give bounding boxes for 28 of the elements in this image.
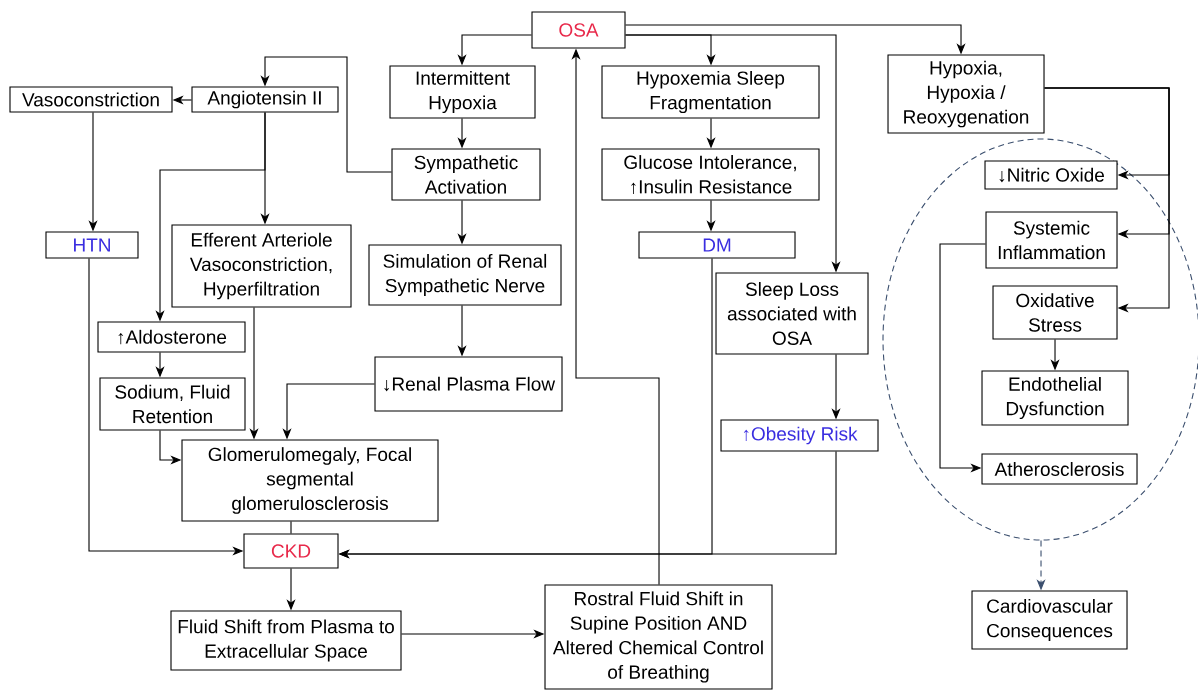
process-box: HTN xyxy=(45,231,139,259)
process-box: Hypoxemia Sleep Fragmentation xyxy=(601,65,820,119)
process-box: Sodium, Fluid Retention xyxy=(99,377,246,431)
arrow xyxy=(1044,87,1170,313)
process-box: ↓Nitric Oxide xyxy=(984,160,1118,190)
process-box: Endothelial Dysfunction xyxy=(981,370,1129,426)
process-box: Cardiovascular Consequences xyxy=(971,590,1128,650)
process-box: Oxidative Stress xyxy=(992,285,1118,340)
process-box: ↓Renal Plasma Flow xyxy=(374,356,563,412)
process-box: Sleep Loss associated with OSA xyxy=(715,272,869,355)
process-box: CKD xyxy=(243,533,339,569)
process-box: DM xyxy=(638,231,796,259)
process-box: Efferent Arteriole Vasoconstriction, Hyperfiltration xyxy=(171,224,352,308)
process-box: Simulation of Renal Sympathetic Nerve xyxy=(368,244,562,306)
process-box: Glomerulomegaly, Focal segmental glomerulosclerosis xyxy=(181,439,439,522)
process-box: Glucose Intolerance, ↑Insulin Resistance xyxy=(601,148,820,201)
process-box: Rostral Fluid Shift in Supine Position AND Altered Chemical Control of Breathing xyxy=(544,584,773,690)
process-box: Atherosclerosis xyxy=(981,453,1138,485)
process-box: ↑Aldosterone xyxy=(97,321,246,353)
process-box: Systemic Inflammation xyxy=(985,211,1118,269)
process-box: Fluid Shift from Plasma to Extracellular Space xyxy=(170,610,402,671)
process-box: Intermittent Hypoxia xyxy=(389,65,536,119)
process-box: Sympathetic Activation xyxy=(391,148,541,201)
process-box: Vasoconstriction xyxy=(9,86,173,113)
process-box: Angiotensin II xyxy=(191,86,339,113)
process-box: Hypoxia, Hypoxia / Reoxygenation xyxy=(887,54,1045,134)
process-box: OSA xyxy=(531,11,626,49)
process-box: ↑Obesity Risk xyxy=(720,419,879,452)
